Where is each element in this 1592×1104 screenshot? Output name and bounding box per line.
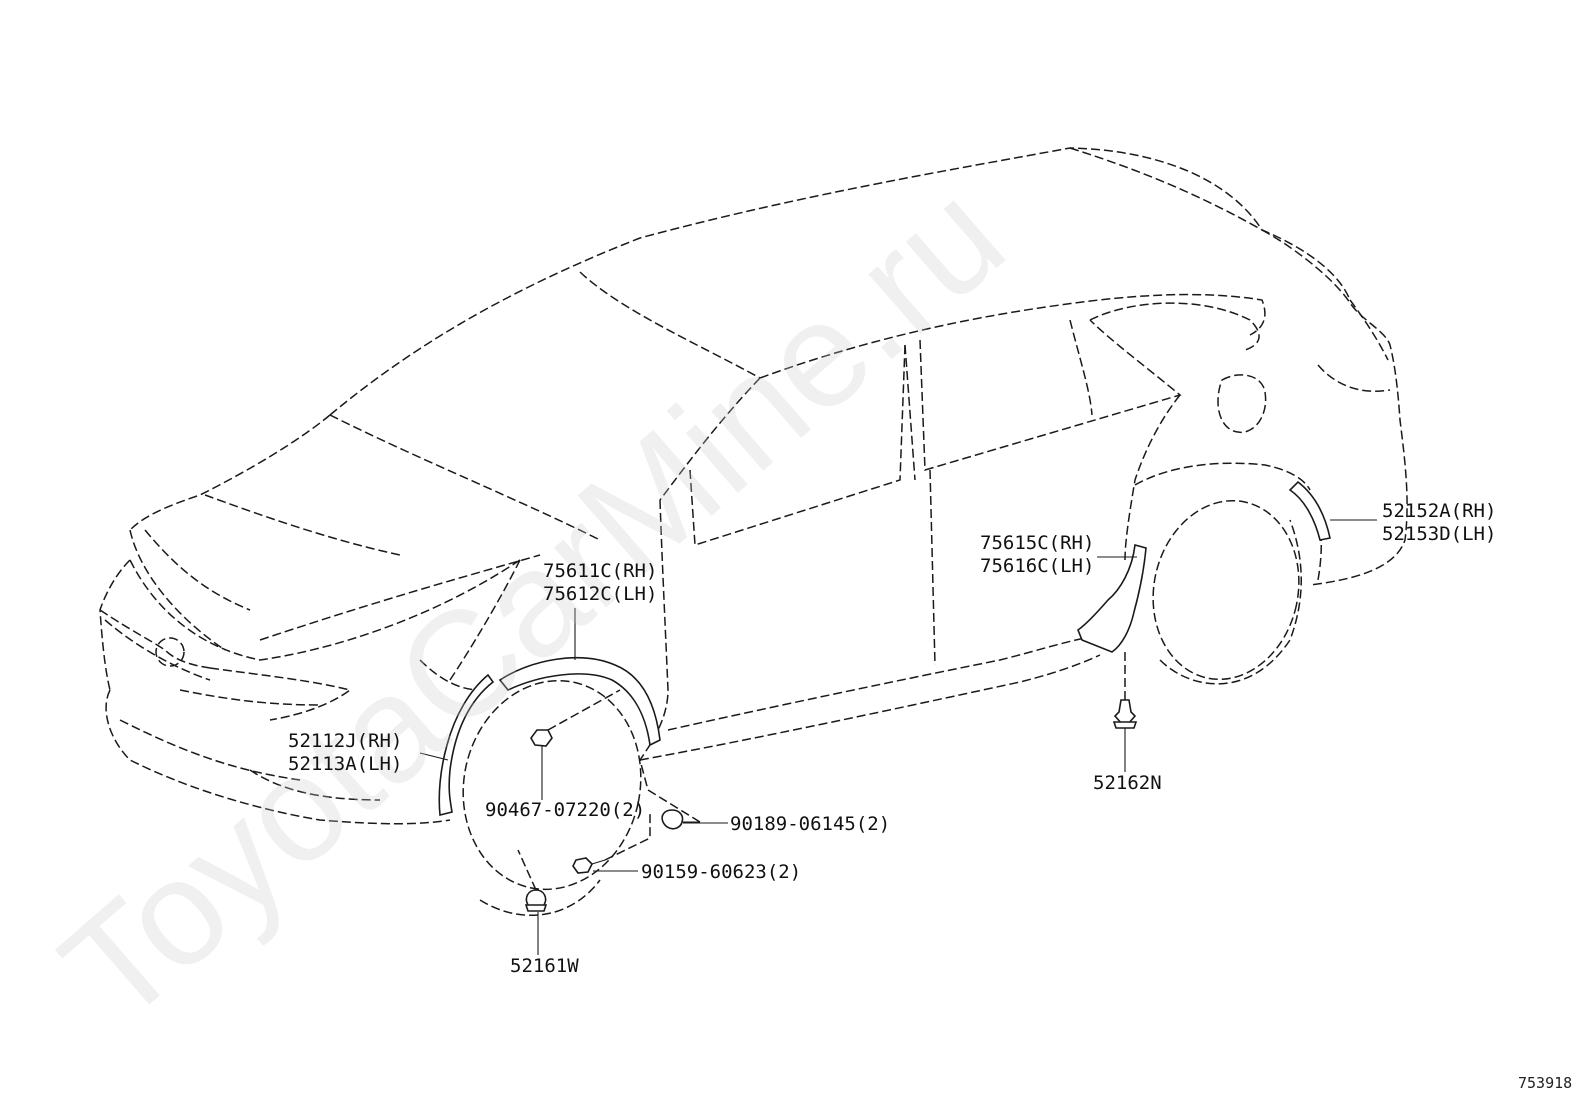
fastener-indicator-lines [517,650,1126,891]
car-body-outline [99,147,1408,825]
watermark-text: ToyotaCarMine.ru [31,151,1035,1054]
label-52153D: 52153D(LH) [1382,523,1496,545]
label-75616C: 75616C(LH) [980,555,1094,577]
label-52162N: 52162N [1093,772,1162,794]
label-52112J: 52112J(RH) [288,730,402,752]
front-mudguard-part [438,673,495,817]
bolt-90467-icon [530,729,553,752]
label-75612C: 75612C(LH) [543,583,657,605]
diagram-code: 753918 [1518,1074,1572,1092]
clip-52161-icon [524,889,548,912]
front-fender-liner-part [498,656,661,747]
part-labels: 75611C(RH) 75612C(LH) 52112J(RH) 52113A(… [288,500,1496,977]
rear-mudguard-part [1288,480,1331,541]
front-wheel [462,679,642,916]
label-90189: 90189-06145(2) [730,813,890,835]
clip-90189-icon [661,809,700,830]
label-90467: 90467-07220(2) [485,799,645,821]
leader-lines [419,519,1377,955]
label-75615C: 75615C(RH) [980,532,1094,554]
label-75611C: 75611C(RH) [543,560,657,582]
label-52152A: 52152A(RH) [1382,500,1496,522]
label-52113A: 52113A(LH) [288,753,402,775]
label-52161W: 52161W [510,955,579,977]
rear-wheel [1152,499,1302,685]
screw-90159-icon [572,857,606,874]
rear-fender-liner-part [1077,543,1147,653]
clip-52162-icon [1112,699,1138,729]
label-90159: 90159-60623(2) [641,861,801,883]
